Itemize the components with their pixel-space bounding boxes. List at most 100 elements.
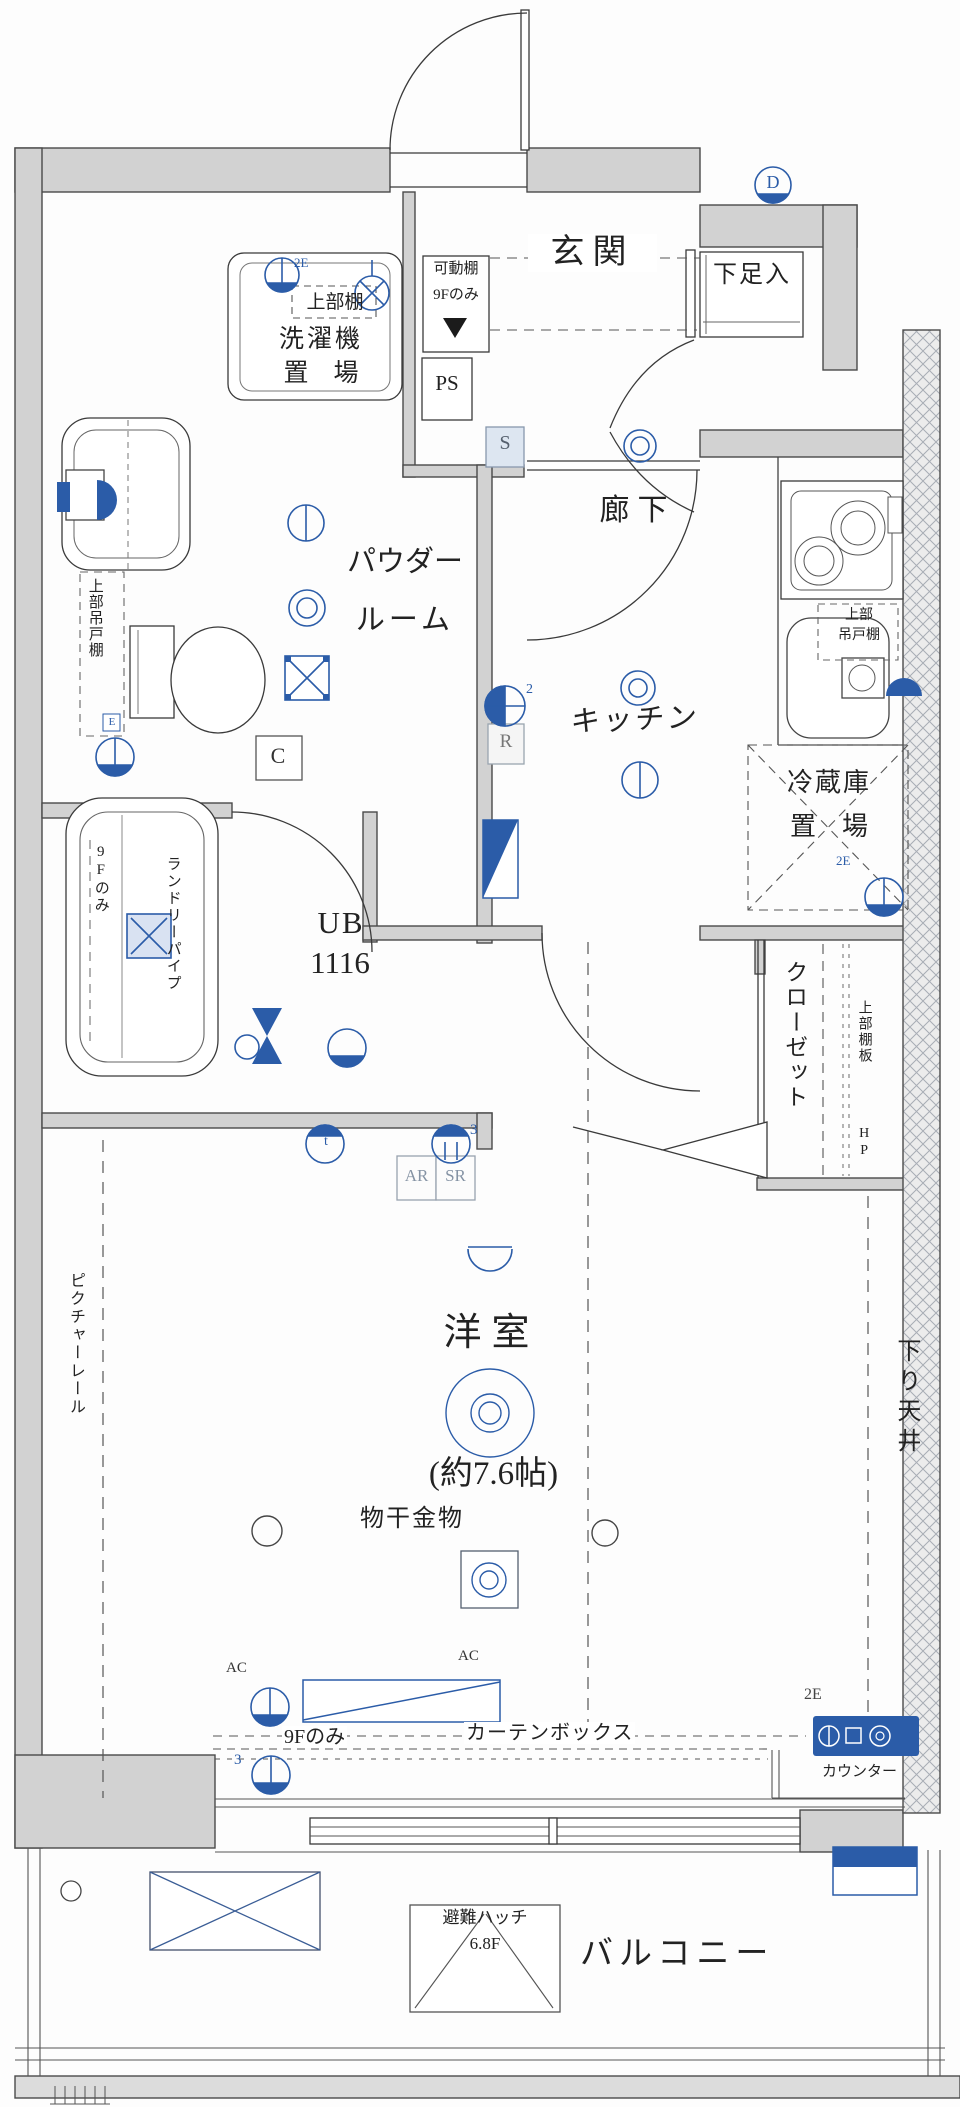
wall-kitchen-north: [699, 429, 904, 458]
label-washer-2: 置 場: [283, 360, 359, 387]
label-genkan: 玄関: [528, 234, 657, 273]
label-closet: クローゼット: [781, 960, 807, 1110]
balcony-slab-cross: [149, 1871, 321, 1951]
wall-closet-south: [756, 1177, 906, 1191]
entry-door-leaf: [520, 9, 530, 151]
wall-powder-north: [402, 464, 525, 478]
hanger-pipe-dashed: [842, 944, 850, 1176]
toilet-bowl: [170, 626, 266, 734]
mark-e2-a: 2E: [294, 255, 309, 270]
kitchen-sink: [786, 617, 890, 739]
outlet-icon: [95, 257, 904, 1795]
shoe-box: [699, 251, 804, 338]
balcony-west-edge: [27, 1848, 41, 2076]
label-shelf-board: 上部棚板: [856, 1000, 872, 1064]
label-balcony: バルコニー: [580, 1936, 775, 1972]
electrical-symbols: [57, 166, 922, 1896]
label-hallway: 廊下: [599, 494, 676, 527]
exhaust-fan-icon: [126, 655, 330, 959]
shoe-box-shelf: [703, 255, 800, 334]
label-counter: カウンター: [822, 1764, 898, 1780]
washer-pan-inner: [239, 262, 391, 392]
mark-e2-b: 2E: [836, 853, 851, 868]
label-hanging-cupboard: 上部吊戸棚: [86, 578, 103, 658]
label-powder-1: パウダー: [346, 546, 463, 578]
evacuation-hatch-box: [409, 1904, 561, 2013]
label-hatch-2: 6.8F: [469, 1934, 501, 1953]
drain-icon: [60, 1880, 82, 1902]
balcony-east-edge: [927, 1850, 941, 2076]
walls: [14, 147, 960, 2099]
wall-genkan-west: [402, 191, 416, 478]
label-ps: PS: [435, 371, 459, 395]
ceiling-light-icon: [445, 1368, 535, 1609]
wall-southwest-block: [14, 1754, 216, 1849]
wall-closet-notch: [754, 939, 766, 975]
shelf-arrow-icon: [443, 318, 467, 338]
label-only-9f-b: 9Fのみ: [92, 844, 109, 914]
mark-c: C: [270, 743, 286, 768]
window-mullion: [548, 1817, 558, 1845]
genkan-hall-boundary: [527, 460, 700, 471]
label-powder-2: ルーム: [355, 604, 455, 636]
wall-window-east-block: [799, 1809, 904, 1853]
balcony-items: [15, 1848, 945, 2105]
toilet-tank: [129, 625, 175, 719]
faucet-valve-icon: [57, 260, 922, 1068]
switch-icon: [305, 685, 526, 1164]
entry-sill: [390, 152, 527, 188]
label-upper-shelf: 上部棚: [306, 292, 364, 313]
label-hanger-pipe: HP: [856, 1126, 872, 1160]
tv-outlet-icon: [467, 1246, 513, 1272]
label-laundry-pipe: ランドリーパイプ: [164, 856, 181, 992]
wall-west: [14, 147, 43, 1849]
r-box: [487, 723, 525, 765]
mark-n3-a: 3: [470, 1122, 478, 1138]
mark-n2: 2: [526, 682, 533, 697]
mark-ac-a: AC: [226, 1660, 247, 1676]
label-fridge-1: 冷蔵庫: [786, 768, 871, 797]
ar-box: [396, 1155, 437, 1201]
mark-n3-b: 3: [234, 1752, 242, 1768]
distribution-board-icon: [482, 819, 519, 899]
mark-e: E: [108, 716, 116, 728]
drying-hook-icon: [591, 1519, 619, 1547]
kitchen-cupboard-dashed-box: [817, 603, 899, 661]
label-movable-shelf: 可動棚: [433, 261, 479, 277]
ceiling-socket-icon: [287, 504, 659, 799]
closet-door-line: [572, 1126, 664, 1151]
wall-top-right: [526, 147, 701, 193]
stove-side: [887, 496, 903, 534]
upper-shelf-dashed-box: [291, 285, 377, 319]
label-kitchen-cupboard-2: 吊戸棚: [838, 628, 880, 643]
label-only-9f-c: 9Fのみ: [282, 1726, 348, 1749]
label-main-size: (約7.6帖): [428, 1456, 559, 1492]
kitchen-faucet-dial: [848, 664, 876, 692]
toilet-cupboard-dashed-box: [79, 571, 125, 737]
balcony-edge-lines: [15, 2047, 945, 2061]
burner-icon: [803, 545, 835, 577]
bath-door-arc: [231, 811, 373, 953]
wall-ub-east: [362, 811, 378, 943]
ps-box: [421, 357, 473, 421]
e-box: [102, 713, 121, 732]
label-curtain-box: カーテンボックス: [464, 1722, 636, 1745]
doorbell-fill: [756, 193, 790, 204]
water-heater: [832, 1846, 918, 1896]
closet-folding-door: [660, 1121, 768, 1179]
mark-ac-b: AC: [458, 1648, 479, 1664]
front-door-swing: [609, 339, 695, 513]
mark-doorbell-d: D: [766, 172, 780, 192]
label-only-9f-a: 9Fのみ: [433, 287, 479, 303]
wall-east-shared-hatched: [902, 329, 941, 1814]
evacuation-hatch-lines: [414, 1913, 554, 2009]
label-washer-1: 洗濯機: [278, 326, 363, 353]
mark-s: S: [499, 432, 511, 454]
label-shoe-box: 下足入: [713, 262, 791, 288]
label-dropped-ceiling: 下り天井: [892, 1338, 919, 1458]
multi-outlet-strip: [813, 1716, 919, 1756]
mark-r: R: [499, 731, 513, 752]
sr-box: [435, 1155, 476, 1201]
